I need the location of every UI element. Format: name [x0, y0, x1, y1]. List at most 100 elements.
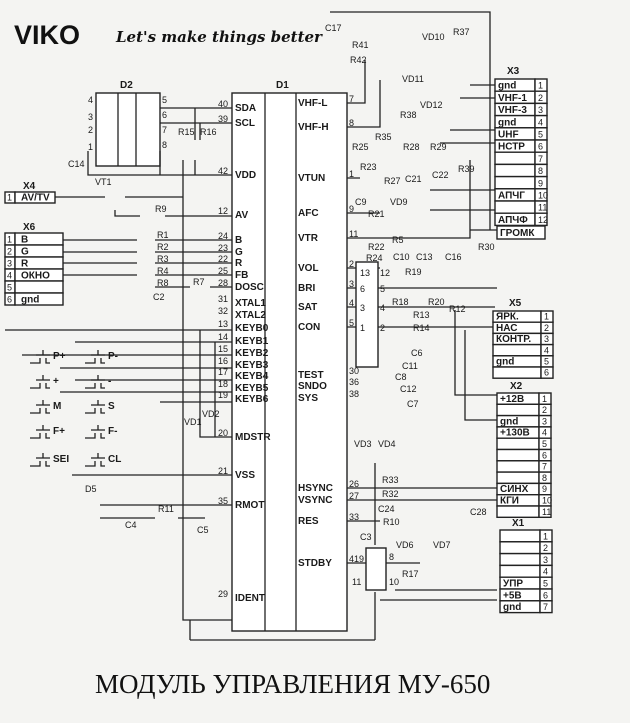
pin-number: 27: [349, 491, 359, 501]
pin-number: 5: [162, 95, 167, 105]
key-label: -: [108, 376, 111, 387]
pin-label: DOSC: [235, 282, 264, 293]
connector-pin-number: 3: [7, 259, 12, 269]
pin-number: 9: [349, 204, 354, 214]
connector-cell: [494, 151, 536, 166]
pin-label: SAT: [298, 302, 317, 313]
connector-row-label: AV/TV: [21, 193, 50, 204]
connector-cell: [14, 292, 64, 306]
pin-number: 5: [349, 318, 354, 328]
pin-label: CON: [298, 322, 320, 333]
pin-number: 1: [88, 142, 93, 152]
connector-pin-number: 7: [538, 154, 543, 164]
pin-number: 13: [360, 268, 370, 278]
connector-label: X1: [512, 518, 525, 529]
pin-number: 19: [218, 390, 228, 400]
connector-row-label: ЯРК.: [496, 312, 519, 323]
key-button: +: [30, 375, 59, 389]
component-label: VT1: [95, 177, 112, 187]
pin-number: 14: [218, 332, 228, 342]
connector-pin-number: 1: [538, 81, 543, 91]
connector-pin-number: 6: [544, 368, 549, 378]
connector-pin-number: 1: [7, 235, 12, 245]
connector-pin-number: 3: [543, 555, 548, 565]
connector-pin-number: 4: [544, 345, 549, 355]
component-label: R37: [453, 27, 470, 37]
connector-row-label: ОКНО: [21, 271, 50, 282]
connector-pin-number: 11: [542, 507, 551, 517]
connector-pin-cell: [540, 366, 554, 379]
pin-label: KEYB6: [235, 394, 269, 405]
component-label: R27: [384, 176, 401, 186]
pin-label: VHF-H: [298, 122, 329, 133]
key-label: F+: [53, 426, 65, 437]
pin-number: 419: [349, 554, 364, 564]
pin-label: XTAL2: [235, 310, 266, 321]
connector-pin-cell: [539, 600, 553, 614]
component-label: R7: [193, 277, 205, 287]
connector-pin-number: 7: [543, 602, 548, 612]
pin-label: SYS: [298, 393, 318, 404]
pin-number: 28: [218, 278, 228, 288]
key-label: SEI: [53, 454, 69, 465]
component-label: C17: [325, 23, 342, 33]
connector-row-label: СИНХ: [500, 484, 529, 495]
pin-number: 29: [218, 589, 228, 599]
pin-number: 22: [218, 254, 228, 264]
pin-number: 25: [218, 266, 228, 276]
component-label: C24: [378, 504, 395, 514]
pin-number: 20: [218, 428, 228, 438]
switch-symbol: [85, 400, 105, 414]
pin-label: VTUN: [298, 173, 325, 184]
key-button: P-: [85, 350, 118, 364]
pin-label: VSS: [235, 470, 255, 481]
component-label: R9: [155, 204, 167, 214]
component-label: R8: [157, 278, 169, 288]
connector-pin-number: 9: [538, 178, 543, 188]
key-label: S: [108, 401, 115, 412]
pin-number: 4: [380, 303, 385, 313]
component-label: R41: [352, 40, 369, 50]
pin-number: 1: [360, 323, 365, 333]
key-label: P+: [53, 351, 66, 362]
pin-label: SDA: [235, 103, 256, 114]
key-button: M: [30, 400, 61, 414]
pin-label: KEYB5: [235, 383, 269, 394]
connector-row-label: АПЧФ: [498, 215, 528, 226]
connector-pin-number: 5: [544, 357, 549, 367]
component-label: VD12: [420, 100, 443, 110]
connector-pin-number: 4: [7, 271, 12, 281]
pin-label: HSYNC: [298, 483, 333, 494]
connector-cell: [494, 163, 536, 178]
connector-pin-number: 1: [543, 531, 548, 541]
connector-pin-number: 1: [544, 312, 549, 322]
component-label: R29: [430, 142, 447, 152]
pin-number: 11: [352, 577, 361, 587]
connector-cell: [494, 175, 536, 190]
pin-number: 12: [380, 268, 390, 278]
component-label: R39: [458, 164, 475, 174]
switch-symbol: [30, 375, 50, 389]
component-label: C7: [407, 399, 419, 409]
connector-pin-cell: [538, 505, 552, 519]
pin-number: 8: [389, 552, 394, 562]
component-label: VD2: [202, 409, 220, 419]
connector-cell: [496, 403, 540, 417]
component-label: VD4: [378, 439, 396, 449]
key-button: -: [85, 375, 111, 389]
switch-symbol: [30, 453, 50, 467]
pin-number: 7: [162, 125, 167, 135]
key-button: CL: [85, 453, 121, 467]
key-label: P-: [108, 351, 118, 362]
pin-label: KEYB2: [235, 348, 269, 359]
connector-row-label: UHF: [498, 130, 519, 141]
switch-symbol: [85, 350, 105, 364]
pin-label: XTAL1: [235, 298, 266, 309]
key-label: F-: [108, 426, 117, 437]
pin-number: 3: [360, 303, 365, 313]
pin-number: 2: [380, 323, 385, 333]
connector-cell: [499, 564, 541, 578]
ic-vol-switch: [355, 261, 379, 368]
connector-pin-number: 5: [538, 130, 543, 140]
